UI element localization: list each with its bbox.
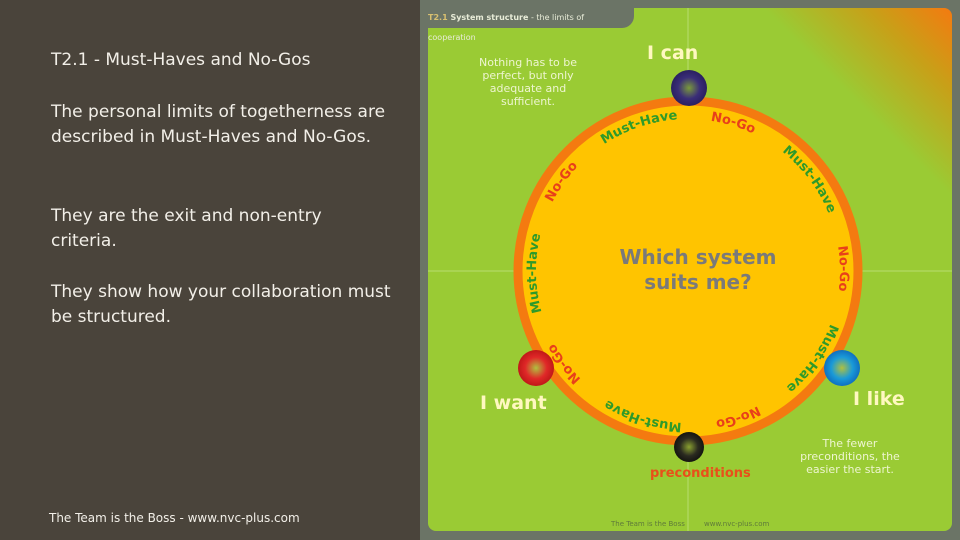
i-like-ball	[824, 350, 860, 386]
paragraph-3: They show how your collaboration must be…	[51, 282, 391, 327]
label-i-want: I want	[480, 392, 547, 414]
center-question-line2: suits me?	[644, 270, 751, 294]
label-i-like: I like	[853, 388, 905, 410]
tab-title: System structure	[450, 13, 529, 22]
slide-title: T2.1 - Must-Haves and No-Gos	[51, 50, 311, 70]
i-want-ball	[518, 350, 554, 386]
paragraph-2: They are the exit and non-entry criteria…	[51, 206, 322, 251]
diagram-footer-left: The Team is the Boss	[611, 520, 685, 528]
diagram-footer-right: www.nvc-plus.com	[704, 520, 770, 528]
label-i-can: I can	[647, 42, 699, 64]
tab-subtitle: - the limits of cooperation	[428, 13, 585, 42]
tab-number: T2.1	[428, 13, 448, 22]
slide-footer: The Team is the Boss - www.nvc-plus.com	[49, 511, 300, 525]
label-preconditions: preconditions	[650, 466, 751, 481]
must-have-label: Must-Have	[525, 232, 545, 315]
paragraph-1: The personal limits of togetherness are …	[51, 102, 386, 147]
slide-text-panel: T2.1 - Must-Haves and No-Gos The persona…	[0, 0, 420, 540]
i-can-ball	[671, 70, 707, 106]
center-question-line1: Which system	[619, 245, 776, 269]
no-go-label: No-Go	[834, 245, 851, 292]
preconditions-ball	[674, 432, 704, 462]
diagram-tab: T2.1 System structure - the limits of co…	[420, 8, 634, 42]
note-bottom: The fewer preconditions, the easier the …	[800, 437, 900, 476]
note-top: Nothing has to be perfect, but only adeq…	[479, 56, 577, 108]
